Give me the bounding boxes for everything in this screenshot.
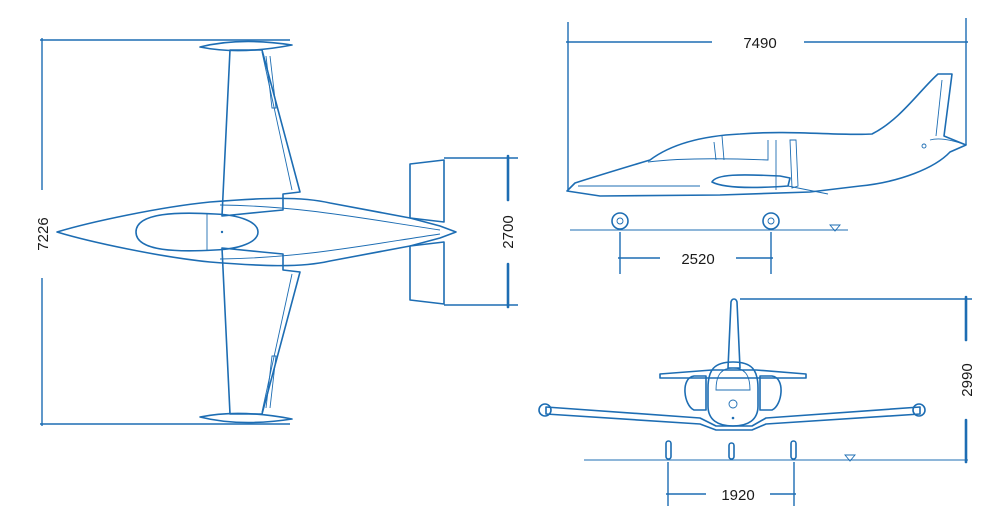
height-label: 2990 [959,363,976,396]
wheelbase-label: 2520 [681,251,714,268]
top-view [56,40,457,424]
track-dimension: 1920 [666,462,796,506]
height-dimension: 2990 [740,295,976,464]
track-label: 1920 [721,487,754,504]
top-view-horizontal-stabilizer [409,159,445,223]
front-view-horizontal-stabilizer [659,369,807,379]
side-view-nose-gear [611,212,629,230]
length-label: 7490 [743,35,776,52]
wingspan-label: 7226 [35,217,52,250]
top-view-left-tip-tank [199,40,293,52]
top-view-left-wing [221,49,301,217]
top-view-canopy [135,212,259,252]
front-view-left-main-gear [665,440,672,460]
length-dimension: 7490 [566,18,968,190]
side-view-ground-marker [829,224,841,232]
front-view-fuselage [707,361,759,427]
side-view [566,73,967,232]
top-view-right-wing [221,247,301,415]
tail-span-dimension: 2700 [444,154,518,309]
top-view-fuselage [56,197,457,267]
front-view-right-tip-tank [912,403,926,417]
side-view-main-gear [762,212,780,230]
top-view-right-tip-tank [199,412,293,424]
front-view-ground-marker [844,454,856,462]
tail-span-label: 2700 [500,215,517,248]
front-view [538,298,968,462]
wheelbase-dimension: 2520 [618,232,773,274]
side-view-fuselage [566,73,967,197]
side-view-engine-intake [711,174,791,189]
wingspan-dimension: 7226 [35,38,290,426]
front-view-left-tip-tank [538,403,552,417]
front-view-wings [545,406,921,431]
front-view-nose-gear [728,442,735,460]
front-view-right-main-gear [790,440,797,460]
front-view-vertical-fin [727,298,741,369]
